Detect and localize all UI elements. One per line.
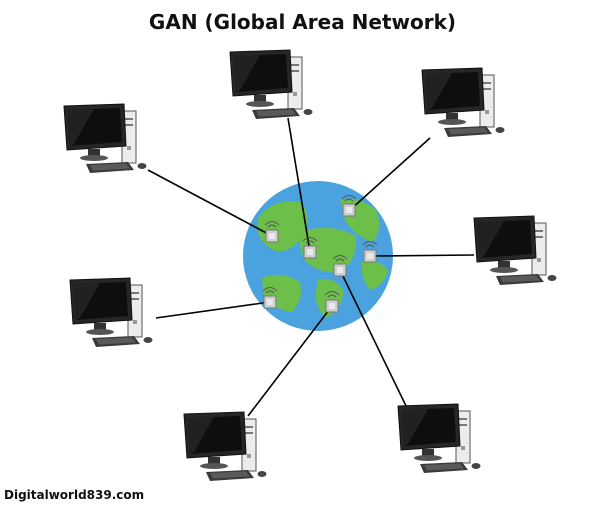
link-top xyxy=(287,117,311,253)
network-links xyxy=(147,117,475,417)
desktop-computer-icon-bottom-right xyxy=(397,403,481,474)
desktop-computer-icon-right xyxy=(473,215,557,286)
link-right xyxy=(369,254,475,257)
desktop-computer-icon-top xyxy=(229,49,313,120)
link-bottom-right xyxy=(339,269,409,411)
link-left xyxy=(155,301,271,319)
desktop-computer-icon-left xyxy=(69,277,153,348)
link-top-right xyxy=(349,137,431,211)
link-bottom-left xyxy=(247,305,333,417)
watermark-text: Digitalworld839.com xyxy=(4,488,145,502)
diagram-title: GAN (Global Area Network) xyxy=(148,10,457,34)
link-top-left xyxy=(147,169,273,237)
desktop-computer-icon-bottom-left xyxy=(183,411,267,482)
desktop-computer-icon-top-right xyxy=(421,67,505,138)
desktop-computer-icon-top-left xyxy=(63,103,147,174)
